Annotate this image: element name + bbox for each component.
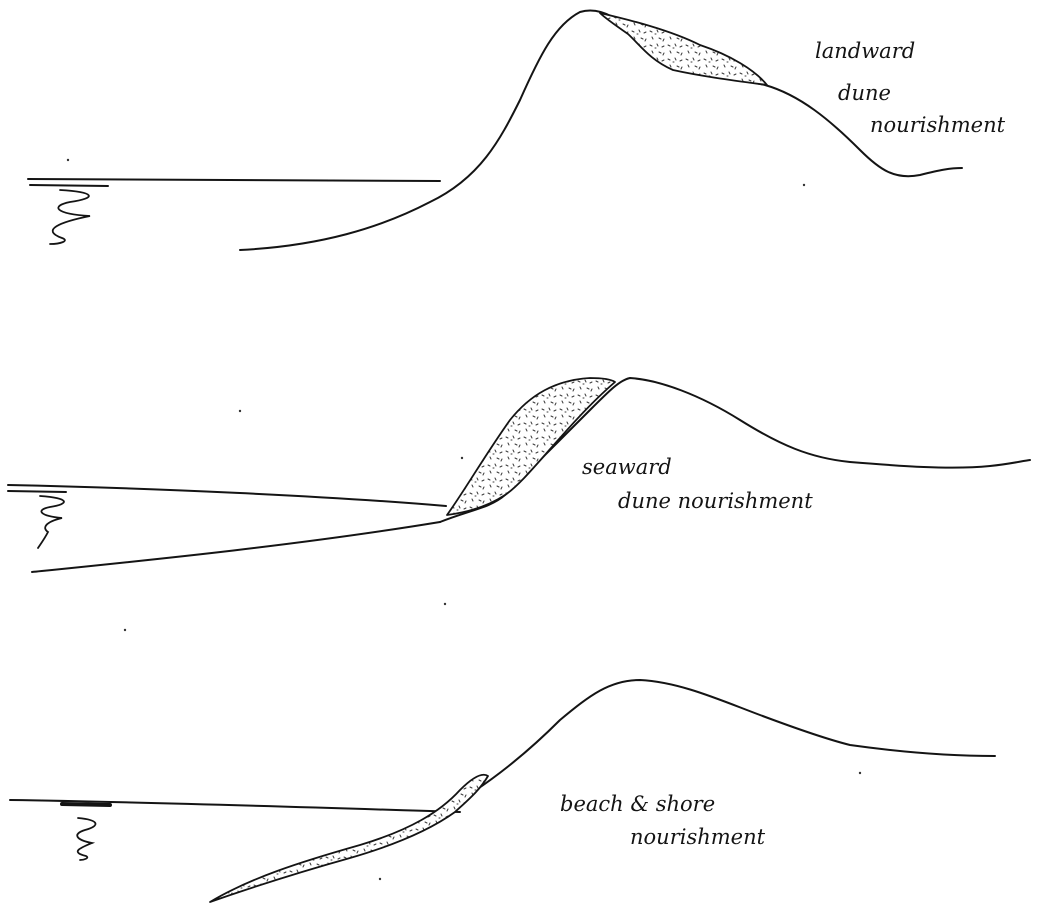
label-landward-line-2: dune <box>838 82 891 104</box>
label-beach-shore-line-2: nourishment <box>630 826 765 848</box>
seaward-nourishment-fill <box>447 378 615 515</box>
speck <box>379 878 381 880</box>
sea-surface-line <box>28 179 440 181</box>
speck <box>444 603 446 605</box>
landward-nourishment-fill <box>600 13 767 85</box>
seabed-profile <box>32 522 440 572</box>
panel-beach-shore <box>10 629 995 902</box>
sea-surface-line-2 <box>30 185 108 186</box>
beach-nourishment-fill <box>210 775 488 902</box>
speck <box>67 159 69 161</box>
sea-surface-line-2 <box>8 491 66 492</box>
sea-surface-line <box>8 485 446 506</box>
speck <box>803 184 805 186</box>
label-seaward-line-1: seaward <box>582 456 672 478</box>
label-beach-shore-line-1: beach & shore <box>560 793 715 815</box>
speck <box>461 457 463 459</box>
label-landward-line-1: landward <box>815 40 915 62</box>
speck <box>124 629 126 631</box>
panel-seaward <box>8 378 1030 605</box>
speck <box>239 410 241 412</box>
label-seaward-line-2: dune nourishment <box>618 490 813 512</box>
sea-surface-marker <box>62 804 110 805</box>
speck <box>859 772 861 774</box>
label-landward-line-3: nourishment <box>870 114 1005 136</box>
wave-squiggle-icon <box>38 496 64 548</box>
wave-squiggle-icon <box>77 818 95 860</box>
wave-squiggle-icon <box>50 190 90 244</box>
shore-profile <box>440 680 995 812</box>
